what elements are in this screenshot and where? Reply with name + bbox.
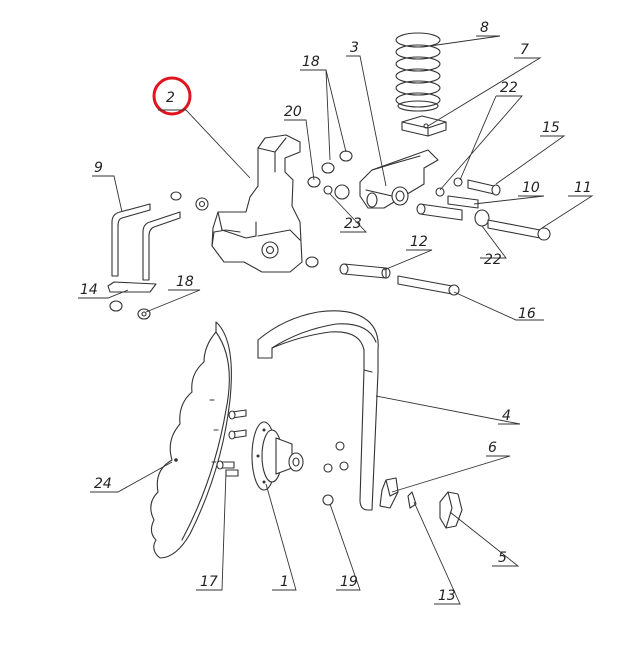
- part-7-spring-seat: [401, 115, 447, 137]
- callout-11: 11: [574, 180, 592, 196]
- callout-12: 12: [410, 234, 428, 250]
- callout-2: 2: [166, 90, 175, 106]
- part-24-disc: [150, 321, 232, 559]
- callout-13: 13: [438, 588, 456, 604]
- callout-17: 17: [200, 574, 218, 590]
- part-14-plate: [107, 281, 157, 293]
- callout-8: 8: [480, 20, 489, 36]
- part-8-spring: [395, 32, 441, 112]
- callout-23: 23: [344, 216, 362, 232]
- callout-7: 7: [520, 42, 529, 58]
- part-19-nuts: [322, 441, 349, 506]
- callout-labels: 2 9 14 18 18 3 8 7 20 22 23 15 10 11 12 …: [80, 20, 592, 604]
- callout-14: 14: [80, 282, 98, 298]
- leader-lines: [78, 35, 594, 605]
- callout-16: 16: [518, 306, 536, 322]
- callout-15: 15: [542, 120, 560, 136]
- callout-10: 10: [522, 180, 540, 196]
- callout-22-upper: 22: [500, 80, 518, 96]
- callout-20: 20: [284, 104, 302, 120]
- callout-18-upper: 18: [302, 54, 320, 70]
- part-6-clip: [379, 477, 399, 509]
- part-2-bracket: [211, 134, 303, 273]
- callout-18-lower: 18: [176, 274, 194, 290]
- callout-4: 4: [502, 408, 511, 424]
- bolts-and-pins: [339, 179, 551, 296]
- part-5-roller: [439, 491, 463, 529]
- highlight-circle-part-2: [152, 76, 192, 116]
- callout-1: 1: [280, 574, 289, 590]
- callout-24: 24: [94, 476, 112, 492]
- callout-3: 3: [350, 40, 359, 56]
- part-3-pivot-housing: [359, 149, 439, 209]
- part-1-hub: [251, 421, 304, 491]
- callout-19: 19: [340, 574, 358, 590]
- part-17-bolts: [216, 409, 247, 477]
- callout-5: 5: [498, 550, 507, 566]
- part-4-curved-shank: [257, 310, 379, 511]
- part-13-pin: [407, 491, 417, 509]
- callout-9: 9: [94, 160, 103, 176]
- callout-22-lower: 22: [484, 252, 502, 268]
- part-9-l-pins: [111, 203, 181, 281]
- callout-6: 6: [488, 440, 497, 456]
